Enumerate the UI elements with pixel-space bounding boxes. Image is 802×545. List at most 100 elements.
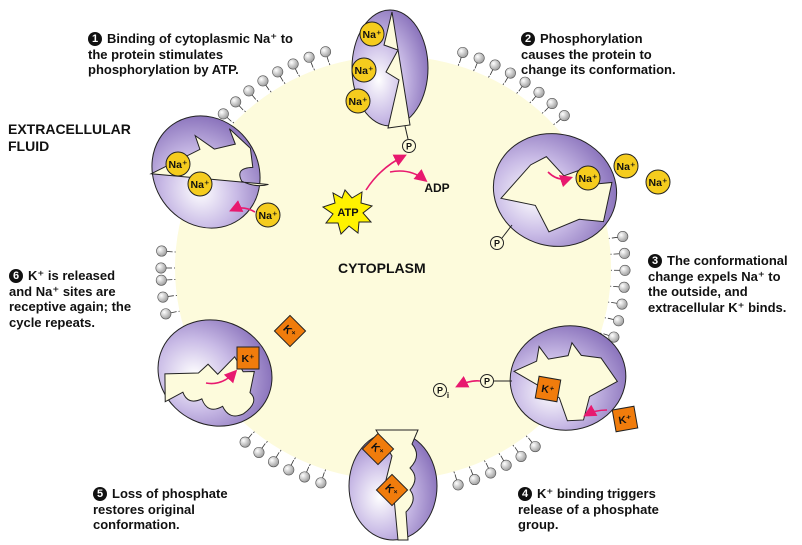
pump-protein-step-4	[509, 325, 627, 431]
lipid-head	[155, 262, 167, 274]
potassium-ion-square	[273, 314, 307, 348]
lipid-head	[616, 298, 628, 310]
lipid-head	[515, 450, 527, 462]
potassium-ion-released: K⁺	[273, 314, 307, 348]
potassium-ion-label: K⁺	[618, 413, 633, 427]
potassium-ion-releasing: K⁺	[236, 346, 260, 370]
lipid-head	[546, 98, 558, 110]
phosphate-circle	[490, 236, 504, 250]
potassium-ion-entering: K⁺	[611, 405, 639, 433]
sodium-ion-circle	[255, 202, 281, 228]
lipid-head	[617, 231, 629, 243]
protein-binding-cavity	[512, 341, 619, 422]
sodium-ion-bound-2: Na⁺	[351, 57, 377, 83]
lipid-head	[217, 108, 229, 120]
sodium-ion-expelling: Na⁺	[575, 165, 601, 191]
potassium-ion-bound-bottom-1: K⁺	[361, 432, 395, 466]
sodium-ion-label: Na⁺	[579, 173, 598, 185]
step-3-text: The conformational change expels Na⁺ to …	[648, 253, 788, 315]
lipid-head	[268, 456, 280, 468]
lipid-head	[157, 291, 169, 303]
lipid-head	[619, 247, 631, 259]
sodium-ion-expelled-2: Na⁺	[645, 169, 671, 195]
phosphorylation-arrow	[365, 154, 407, 191]
sodium-ion-entering: Na⁺	[255, 202, 281, 228]
pump-protein-step-1-loading	[149, 115, 269, 229]
adp-release-arrow	[389, 169, 428, 182]
phosphate-attached-right: P	[490, 236, 504, 250]
sodium-ion-label: Na⁺	[191, 179, 210, 191]
adp-label: ADP	[424, 181, 449, 195]
lipid-head	[504, 67, 516, 79]
potassium-ion-square	[236, 346, 260, 370]
sodium-ion-circle	[613, 153, 639, 179]
lipid-head	[315, 477, 327, 489]
step-2-number-badge: 2	[521, 32, 535, 46]
sodium-ion-label: Na⁺	[363, 29, 382, 41]
sodium-ion-bound-a: Na⁺	[165, 151, 191, 177]
step-5-text: Loss of phosphate restores original conf…	[93, 486, 228, 532]
phosphate-link	[404, 125, 409, 140]
phosphate-circle	[480, 374, 494, 388]
lipid-head	[457, 46, 469, 58]
lipid-head	[529, 441, 541, 453]
sodium-ion-expelled-1: Na⁺	[613, 153, 639, 179]
lipid-head	[613, 315, 625, 327]
lipid-head	[160, 308, 172, 320]
lipid-head	[489, 59, 501, 71]
lipid-head	[558, 110, 570, 122]
step-1-number-badge: 1	[88, 32, 102, 46]
potassium-ion-label: K⁺	[540, 383, 555, 397]
lipid-head	[618, 281, 630, 293]
step-4-number-badge: 4	[518, 487, 532, 501]
potassium-ion-square	[375, 473, 409, 507]
lipid-head	[303, 51, 315, 63]
sodium-ion-circle	[165, 151, 191, 177]
step-6-text: K⁺ is released and Na⁺ sites are recepti…	[9, 268, 132, 330]
potassium-ion-bound-bottom-2: K⁺	[375, 473, 409, 507]
sodium-ion-label: Na⁺	[259, 210, 278, 222]
lipid-head	[500, 459, 512, 471]
potassium-ion-square	[611, 405, 639, 433]
step-2-text: Phosphorylation causes the protein to ch…	[521, 31, 676, 77]
lipid-head	[320, 46, 332, 58]
lipid-head	[485, 467, 497, 479]
lipid-head	[519, 76, 531, 88]
sodium-ion-label: Na⁺	[355, 65, 374, 77]
potassium-ion-bound-right: K⁺	[534, 375, 562, 403]
sodium-ion-circle	[359, 21, 385, 47]
cytoplasm-label: CYTOPLASM	[338, 260, 426, 276]
step-1-text: Binding of cytoplasmic Na⁺ to the protei…	[88, 31, 293, 77]
sodium-ion-circle	[575, 165, 601, 191]
sodium-ion-label: Na⁺	[617, 161, 636, 173]
phosphate-label: P	[494, 239, 500, 249]
phosphate-subscript: i	[447, 391, 449, 400]
lipid-head	[469, 474, 481, 486]
phosphate-release-arrow	[455, 375, 481, 388]
sodium-ion-label: Na⁺	[349, 96, 368, 108]
sodium-ion-circle	[187, 171, 213, 197]
protein-binding-cavity	[383, 11, 411, 129]
step-4-text: K⁺ binding triggers release of a phospha…	[518, 486, 659, 532]
potassium-ion-square	[534, 375, 562, 403]
phosphate-label: P	[406, 142, 412, 152]
lipid-head	[272, 66, 284, 78]
lipid-head	[230, 96, 242, 108]
sodium-ion-label: Na⁺	[649, 177, 668, 189]
lipid-head	[473, 52, 485, 64]
sodium-ion-bound-3: Na⁺	[345, 88, 371, 114]
step-6-number-badge: 6	[9, 269, 23, 283]
lipid-head	[257, 75, 269, 87]
lipid-head	[253, 446, 265, 458]
lipid-head	[452, 479, 464, 491]
potassium-ion-label: K⁺	[241, 353, 254, 365]
sodium-ion-label: Na⁺	[169, 159, 188, 171]
sodium-ion-bound-b: Na⁺	[187, 171, 213, 197]
atp-starburst	[321, 189, 374, 235]
